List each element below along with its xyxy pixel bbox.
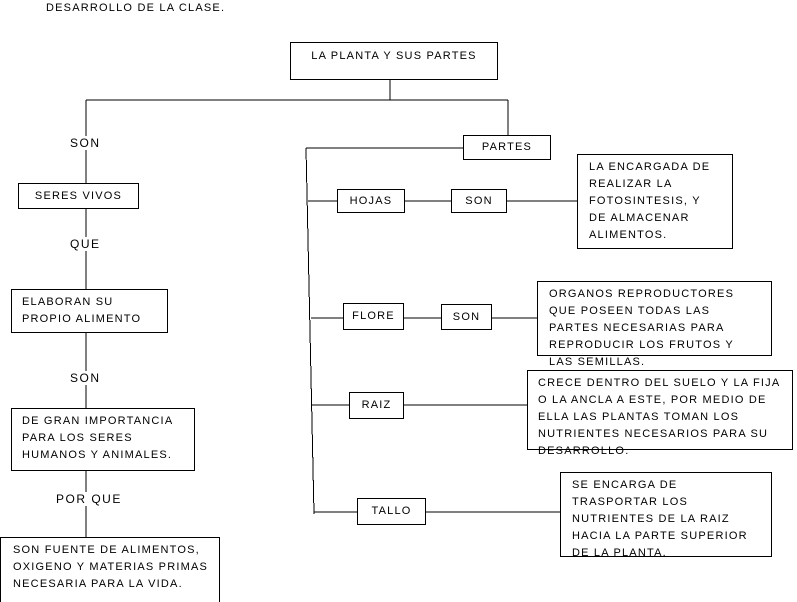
- hojas-son-node: SON: [451, 189, 507, 213]
- root-node: LA PLANTA Y SUS PARTES: [290, 42, 498, 80]
- tallo-node: TALLO: [357, 498, 426, 525]
- raiz-node: RAIZ: [349, 392, 404, 419]
- left-node-fuente: SON FUENTE DE ALIMENTOS, OXIGENO Y MATER…: [0, 537, 220, 602]
- parts-node: PARTES: [463, 135, 551, 160]
- tallo-description: SE ENCARGA DE TRASPORTAR LOS NUTRIENTES …: [560, 472, 772, 559]
- left-node-seres-vivos: SERES VIVOS: [18, 183, 139, 209]
- hojas-description: LA ENCARGADA DE REALIZAR LA FOTOSINTESIS…: [577, 154, 733, 249]
- flore-description: ORGANOS REPRODUCTORES QUE POSEEN TODAS L…: [537, 281, 772, 368]
- left-connector-por-que: POR QUE: [52, 492, 126, 506]
- left-connector-son-2: SON: [66, 371, 105, 385]
- left-connector-son-1: SON: [66, 136, 105, 150]
- left-connector-que: QUE: [66, 237, 105, 251]
- right-spine: [305, 147, 315, 515]
- flore-son-node: SON: [441, 304, 492, 330]
- page-heading: DESARROLLO DE LA CLASE.: [46, 2, 226, 14]
- left-node-importancia: DE GRAN IMPORTANCIA PARA LOS SERES HUMAN…: [11, 408, 195, 471]
- raiz-description: CRECE DENTRO DEL SUELO Y LA FIJA O LA AN…: [527, 370, 793, 457]
- left-node-elaboran: ELABORAN SU PROPIO ALIMENTO: [11, 289, 168, 333]
- hojas-node: HOJAS: [337, 189, 405, 213]
- flore-node: FLORE: [343, 303, 404, 330]
